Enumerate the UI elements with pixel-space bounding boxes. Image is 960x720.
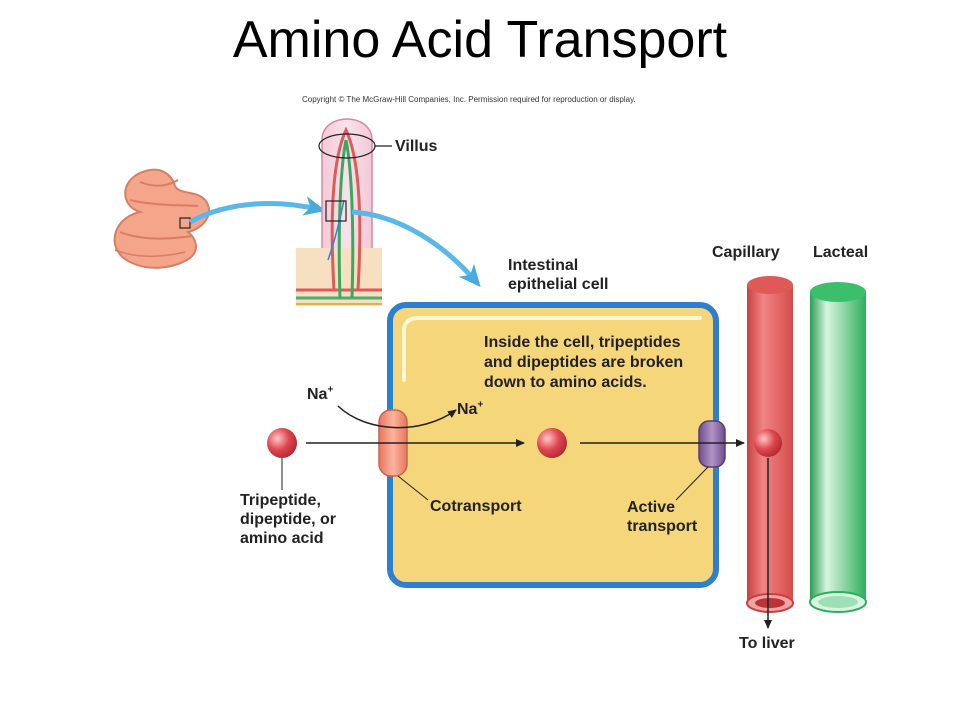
tripeptide-label-line-3: amino acid: [240, 530, 324, 547]
sodium-outside-charge: +: [327, 384, 334, 396]
molecule-in-cell: [537, 428, 567, 458]
cell-process-note-line-2: and dipeptides are broken: [484, 354, 684, 371]
zoom-arrow-villus: [188, 196, 326, 225]
cell-process-note: Inside the cell, tripeptides and dipepti…: [484, 333, 683, 393]
to-liver-label: To liver: [739, 635, 795, 652]
active-transport-label-line-1: Active: [627, 499, 676, 516]
leader-active-transport: [675, 466, 709, 501]
sodium-cotransport-arrow: [337, 405, 457, 429]
molecule-in-capillary: [754, 429, 782, 457]
intestinal-cell-label-line-2: epithelial cell: [508, 276, 609, 293]
sodium-outside-symbol: Na: [307, 386, 328, 403]
cotransport-label: Cotransport: [430, 498, 522, 515]
sodium-inside-label: Na+: [457, 400, 483, 419]
sodium-outside-label: Na+: [307, 385, 333, 404]
small-intestine-illustration: [113, 168, 210, 269]
molecule-outside: [267, 428, 297, 458]
tripeptide-label-line-1: Tripeptide,: [240, 492, 321, 509]
magnify-box-intestine: [179, 217, 191, 229]
tripeptide-label-line-2: dipeptide, or: [240, 511, 336, 528]
magnify-box-villus: [325, 200, 347, 222]
villus-illustration: [296, 118, 392, 306]
zoom-arrow-cell: [351, 209, 481, 288]
sodium-inside-symbol: Na: [457, 401, 478, 418]
leader-cotransport: [397, 475, 429, 501]
villus-label: Villus: [395, 138, 438, 155]
active-transport-label-line-2: transport: [627, 518, 698, 535]
sodium-inside-charge: +: [477, 399, 484, 411]
cell-process-note-line-1: Inside the cell, tripeptides: [484, 334, 681, 351]
lacteal-label: Lacteal: [813, 244, 869, 261]
tripeptide-label: Tripeptide, dipeptide, or amino acid: [240, 491, 336, 548]
capillary-label: Capillary: [712, 244, 780, 261]
lacteal-vessel: [809, 282, 867, 613]
copyright-notice: Copyright © The McGraw-Hill Companies, I…: [302, 95, 636, 104]
active-transporter-protein: [698, 420, 726, 468]
cell-process-note-line-3: down to amino acids.: [484, 374, 647, 391]
page-title: Amino Acid Transport: [232, 11, 728, 69]
intestinal-cell-label-line-1: Intestinal: [508, 257, 579, 274]
active-transport-label: Active transport: [627, 498, 697, 536]
intestinal-cell-label: Intestinal epithelial cell: [508, 256, 608, 294]
